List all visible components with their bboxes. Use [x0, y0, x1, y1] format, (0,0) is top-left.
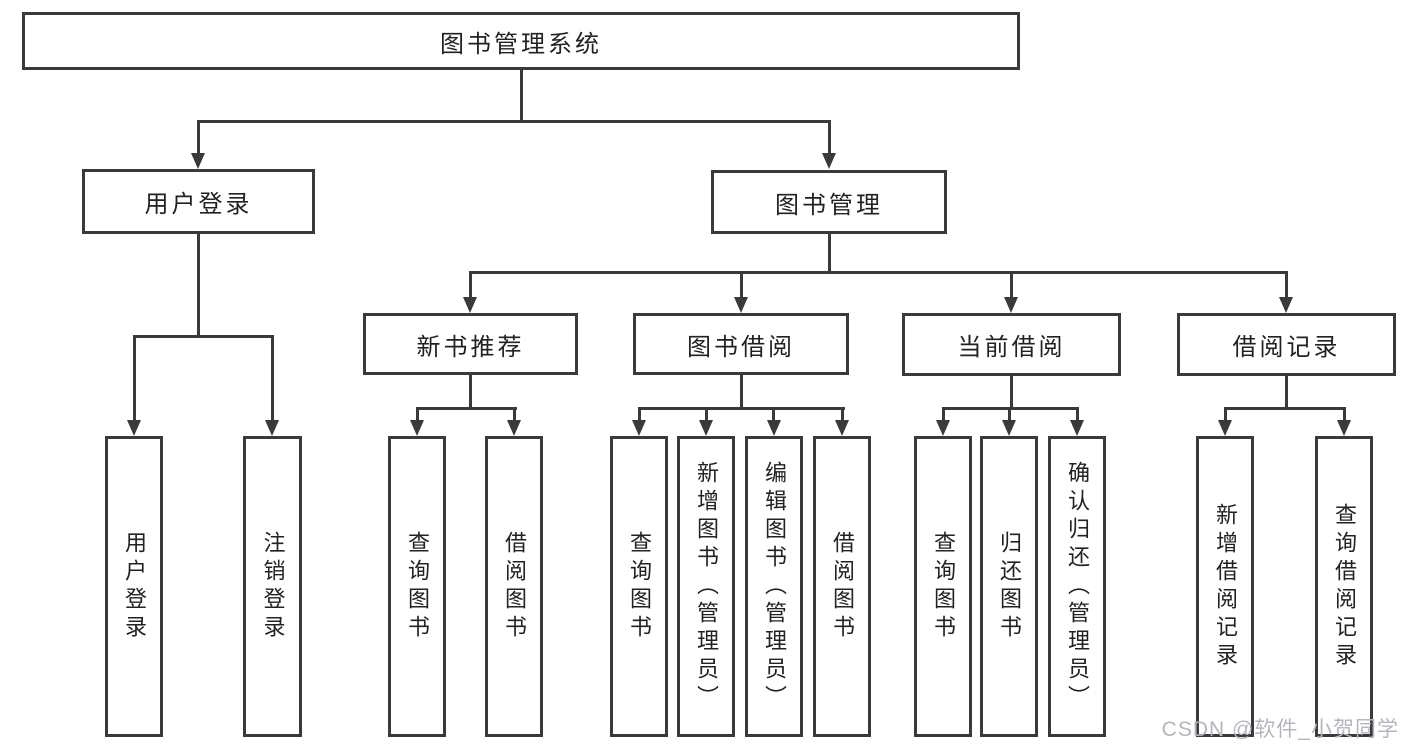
connector-line	[1285, 376, 1288, 409]
connector-line	[197, 120, 200, 154]
leaf-query-books-current: 查询图书	[914, 436, 972, 737]
connector-line	[740, 271, 743, 298]
arrow-down-icon	[265, 420, 279, 436]
leaf-logout: 注销登录	[243, 436, 302, 737]
arrow-down-icon	[1337, 420, 1351, 436]
node-current-borrowing: 当前借阅	[902, 313, 1121, 376]
connector-line	[197, 120, 831, 123]
leaf-add-book-admin: 新增图书（管理员）	[677, 436, 735, 737]
connector-line	[772, 407, 775, 421]
node-user-login: 用户登录	[82, 169, 315, 234]
arrow-down-icon	[1070, 420, 1084, 436]
arrow-down-icon	[1004, 297, 1018, 313]
connector-line	[1010, 271, 1013, 298]
arrow-down-icon	[767, 420, 781, 436]
node-root: 图书管理系统	[22, 12, 1020, 70]
leaf-user-login: 用户登录	[105, 436, 163, 737]
arrow-down-icon	[734, 297, 748, 313]
connector-line	[416, 407, 419, 421]
connector-line	[133, 335, 136, 421]
leaf-add-borrow-record: 新增借阅记录	[1196, 436, 1254, 737]
connector-line	[271, 335, 274, 421]
arrow-down-icon	[1279, 297, 1293, 313]
connector-line	[416, 407, 517, 410]
connector-line	[740, 375, 743, 409]
leaf-borrow-books-recommendation: 借阅图书	[485, 436, 543, 737]
arrow-down-icon	[822, 153, 836, 169]
leaf-query-books-borrowing: 查询图书	[610, 436, 668, 737]
node-book-borrowing: 图书借阅	[633, 313, 849, 375]
connector-line	[942, 407, 945, 421]
arrow-down-icon	[936, 420, 950, 436]
connector-line	[1285, 271, 1288, 298]
connector-line	[1224, 407, 1227, 421]
arrow-down-icon	[127, 420, 141, 436]
connector-line	[1224, 407, 1346, 410]
arrow-down-icon	[410, 420, 424, 436]
arrow-down-icon	[1002, 420, 1016, 436]
leaf-borrow-books-borrowing: 借阅图书	[813, 436, 871, 737]
node-borrowing-records: 借阅记录	[1177, 313, 1396, 376]
connector-line	[197, 234, 200, 337]
connector-line	[133, 335, 274, 338]
connector-line	[828, 120, 831, 154]
connector-line	[469, 375, 472, 409]
connector-line	[1343, 407, 1346, 421]
watermark: CSDN @软件_小贺同学	[1161, 718, 1399, 741]
connector-line	[469, 271, 1288, 274]
connector-line	[469, 271, 472, 298]
connector-line	[1010, 376, 1013, 409]
arrow-down-icon	[191, 153, 205, 169]
arrow-down-icon	[507, 420, 521, 436]
connector-line	[520, 70, 523, 122]
connector-line	[638, 407, 845, 410]
node-new-book-recommendation: 新书推荐	[363, 313, 578, 375]
arrow-down-icon	[835, 420, 849, 436]
node-book-management: 图书管理	[711, 170, 947, 234]
leaf-query-books-recommendation: 查询图书	[388, 436, 446, 737]
connector-line	[1076, 407, 1079, 421]
connector-line	[841, 407, 844, 421]
arrow-down-icon	[699, 420, 713, 436]
leaf-query-borrow-record: 查询借阅记录	[1315, 436, 1373, 737]
connector-line	[1008, 407, 1011, 421]
connector-line	[513, 407, 516, 421]
arrow-down-icon	[1218, 420, 1232, 436]
leaf-return-book: 归还图书	[980, 436, 1038, 737]
leaf-confirm-return-admin: 确认归还（管理员）	[1048, 436, 1106, 737]
leaf-edit-book-admin: 编辑图书（管理员）	[745, 436, 803, 737]
arrow-down-icon	[463, 297, 477, 313]
connector-line	[828, 234, 831, 273]
arrow-down-icon	[632, 420, 646, 436]
connector-line	[638, 407, 641, 421]
connector-line	[705, 407, 708, 421]
